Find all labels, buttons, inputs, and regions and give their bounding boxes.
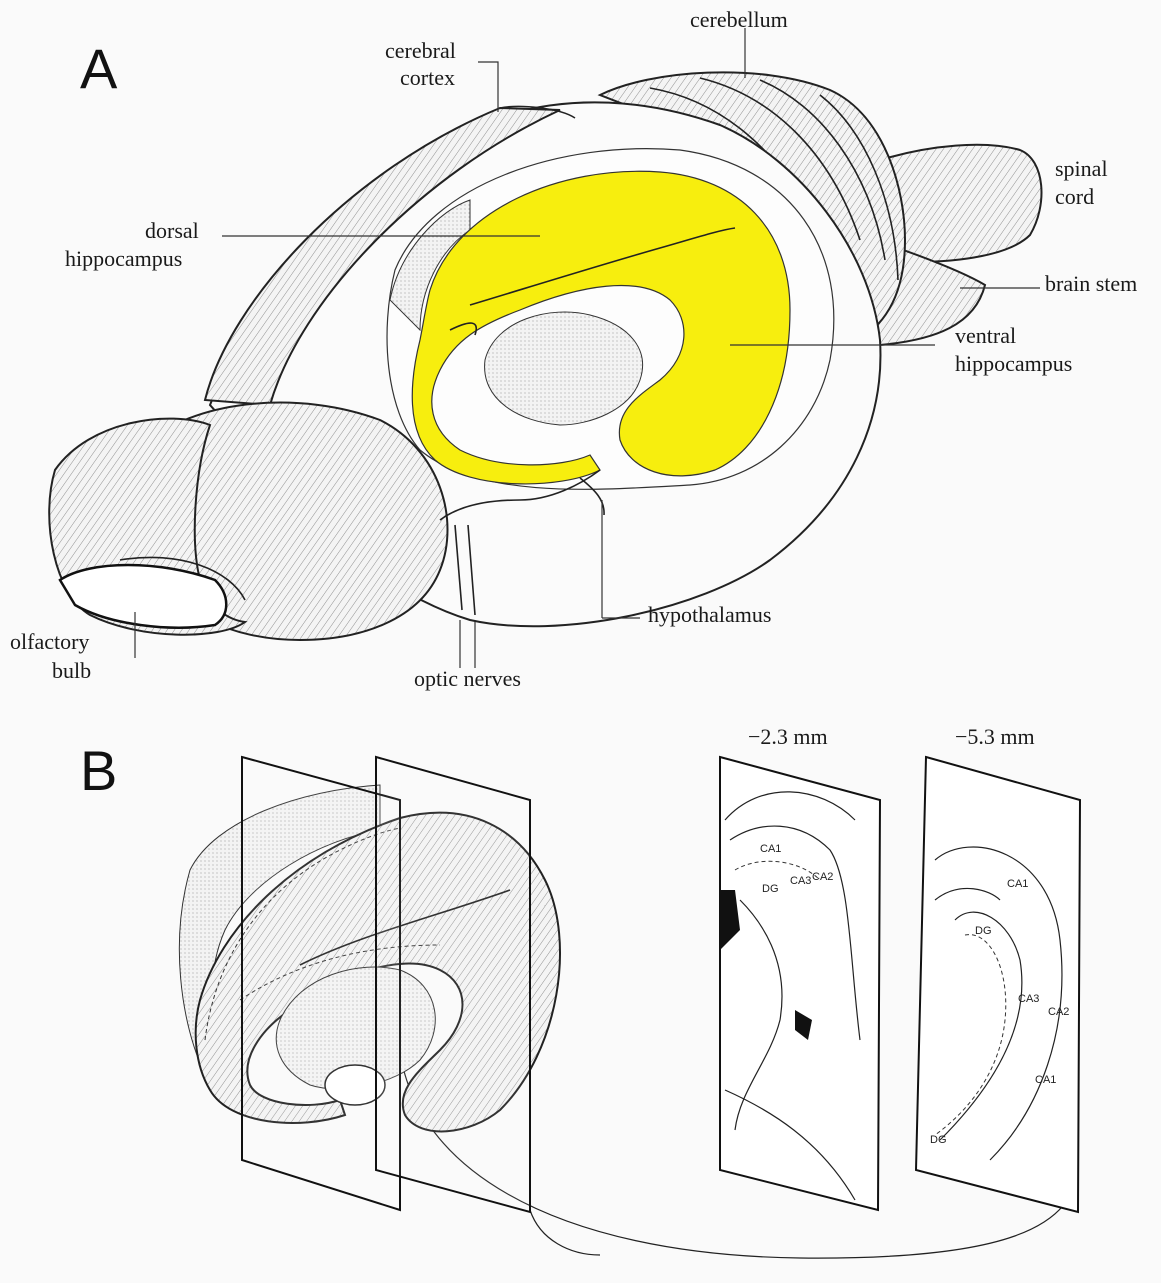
section-1-region-ca3: CA3	[790, 875, 811, 887]
label-cerebral-cortex-1: cerebral	[385, 38, 456, 63]
section-plane-2: CA1 DG CA3 CA2 CA1 DG	[916, 757, 1080, 1212]
label-olfactory-bulb-1: olfactory	[10, 629, 89, 654]
section-1-region-ca2: CA2	[812, 871, 833, 883]
section-2-region-ca1-top: CA1	[1007, 878, 1028, 890]
section-2-region-dg-top: DG	[975, 925, 992, 937]
label-spinal-cord-2: cord	[1055, 184, 1094, 209]
label-dorsal-hippocampus-2: hippocampus	[65, 246, 182, 271]
section-2-region-ca2: CA2	[1048, 1006, 1069, 1018]
label-ventral-hippocampus-2: hippocampus	[955, 351, 1072, 376]
label-cerebral-cortex-2: cortex	[400, 65, 455, 90]
section-1-region-ca1: CA1	[760, 843, 781, 855]
brain-illustration	[49, 72, 1041, 640]
label-brain-stem: brain stem	[1045, 271, 1137, 296]
section-1-depth-label: −2.3 mm	[748, 724, 828, 749]
cut-plane-2	[376, 757, 530, 1212]
panel-a-letter: A	[80, 37, 118, 100]
label-ventral-hippocampus-1: ventral	[955, 323, 1016, 348]
section-2-region-ca1-bottom: CA1	[1035, 1074, 1056, 1086]
label-optic-nerves: optic nerves	[414, 666, 521, 691]
section-1-region-dg: DG	[762, 883, 779, 895]
panel-b-letter: B	[80, 739, 117, 802]
label-hypothalamus: hypothalamus	[648, 602, 771, 627]
label-cerebellum: cerebellum	[690, 7, 788, 32]
label-olfactory-bulb-2: bulb	[52, 658, 91, 683]
section-2-region-dg-bottom: DG	[930, 1134, 947, 1146]
cut-planes	[242, 757, 530, 1212]
section-plane-1: CA1 CA2 CA3 DG	[720, 757, 880, 1210]
section-2-region-ca3: CA3	[1018, 993, 1039, 1005]
label-spinal-cord-1: spinal	[1055, 156, 1108, 181]
label-dorsal-hippocampus-1: dorsal	[145, 218, 199, 243]
section-2-depth-label: −5.3 mm	[955, 724, 1035, 749]
